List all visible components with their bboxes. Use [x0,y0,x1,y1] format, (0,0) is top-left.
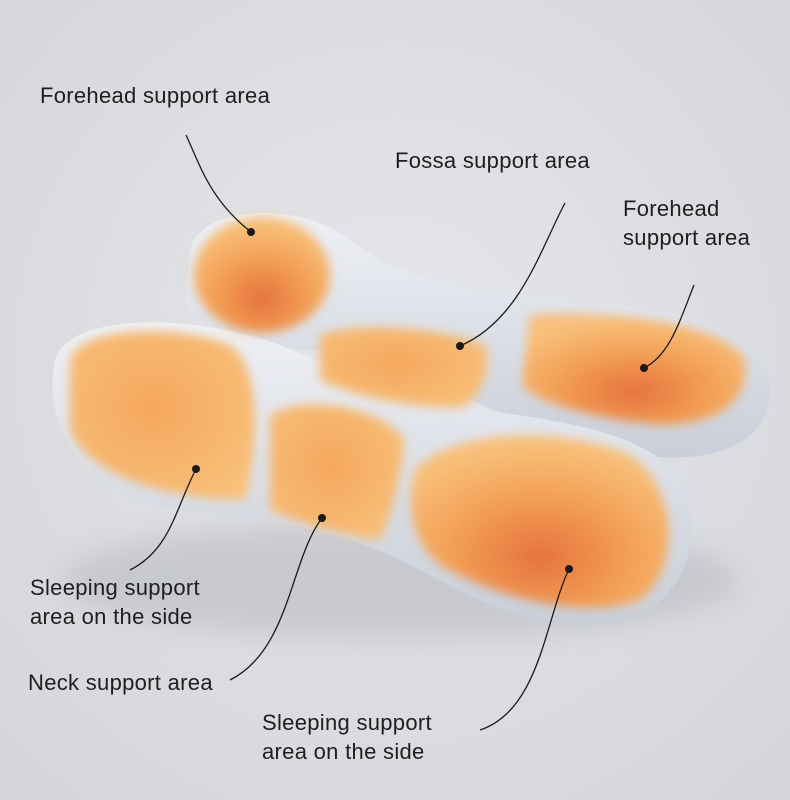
label-forehead-right-1: Forehead [623,196,720,221]
callouts [129,134,695,731]
callout-dot [456,342,464,350]
side-zone-right [410,435,669,608]
callout-dot [565,565,573,573]
side-zone-left [70,331,255,500]
label-forehead-right-2: support area [623,225,751,250]
callout-line-neck [229,517,323,681]
callout-dot [192,465,200,473]
neck-zone [270,404,405,540]
label-neck: Neck support area [28,670,213,695]
label-forehead-left: Forehead support area [40,83,271,108]
label-side-right-1: Sleeping support [262,710,432,735]
callout-line-forehead-left [185,134,252,233]
forehead-zone-left [194,217,330,333]
callout-dot [318,514,326,522]
label-fossa: Fossa support area [395,148,590,173]
callout-line-side-right [479,568,570,731]
forehead-zone-right [522,313,746,425]
callout-dot [640,364,648,372]
fossa-zone [320,327,488,408]
callout-line-forehead-right [643,284,695,369]
callout-line-side-left [129,468,197,571]
labels: Forehead support area Fossa support area… [28,83,751,764]
callout-line-fossa [459,202,566,347]
pillow [52,212,770,640]
label-side-left-2: area on the side [30,604,193,629]
label-side-right-2: area on the side [262,739,425,764]
label-side-left-1: Sleeping support [30,575,200,600]
callout-dot [247,228,255,236]
